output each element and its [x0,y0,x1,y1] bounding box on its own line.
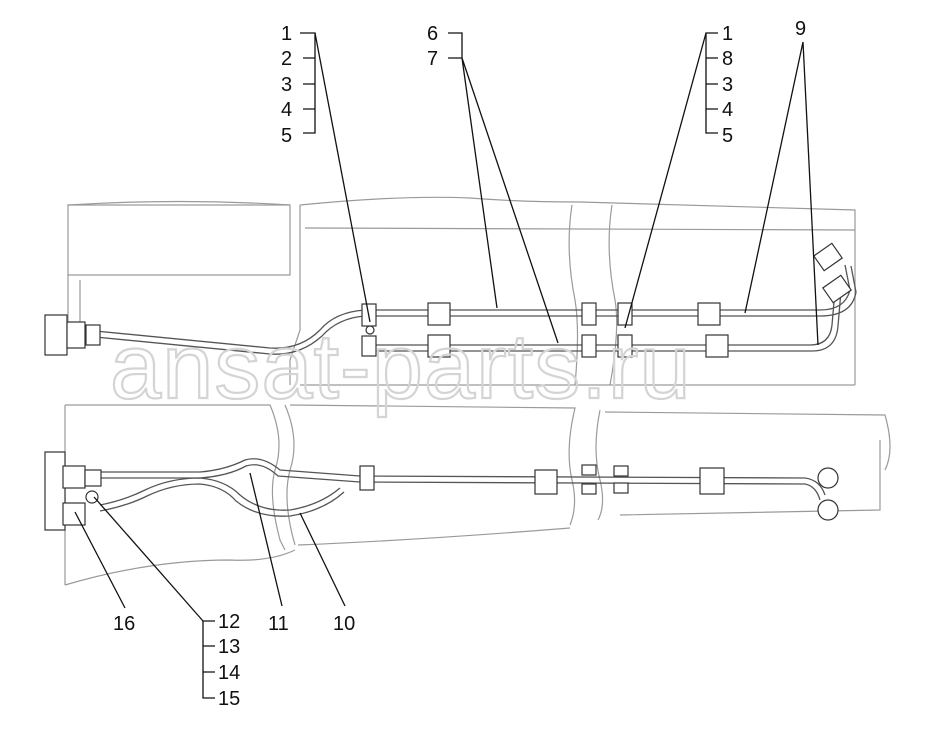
callout-label: 1 [281,23,292,45]
callout-label: 14 [218,662,240,684]
callouts-group-2: 6 7 [427,23,438,70]
callout-label: 6 [427,23,438,45]
callouts-group-1: 1 2 3 4 5 [281,23,292,147]
lower-fittings [44,451,839,531]
callout-label: 11 [268,613,289,635]
upper-fittings [44,242,853,358]
callout-label: 7 [427,48,438,70]
upper-pipes [84,264,857,355]
callout-label: 10 [333,613,355,635]
callout-label: 3 [281,74,292,96]
callout-label: 5 [722,125,733,147]
callout-label: 4 [722,99,733,121]
callout-label: 16 [113,613,135,635]
callouts-group-5: 12 13 14 15 [218,611,240,710]
leader-lines [74,32,819,699]
callout-label: 9 [795,18,806,40]
callout-label: 15 [218,688,240,710]
callout-label: 12 [218,611,240,633]
callout-label: 5 [281,125,292,147]
callout-label: 1 [722,23,733,45]
callout-label: 13 [218,636,240,658]
callouts-group-3: 1 8 3 4 5 [722,23,733,147]
callout-label: 3 [722,74,733,96]
lower-frame-outline [64,404,891,586]
callout-label: 2 [281,48,292,70]
lower-pipes [99,458,826,517]
callout-label: 4 [281,99,292,121]
callout-label: 8 [722,48,733,70]
watermark-text: ansat-parts.ru [110,316,692,418]
